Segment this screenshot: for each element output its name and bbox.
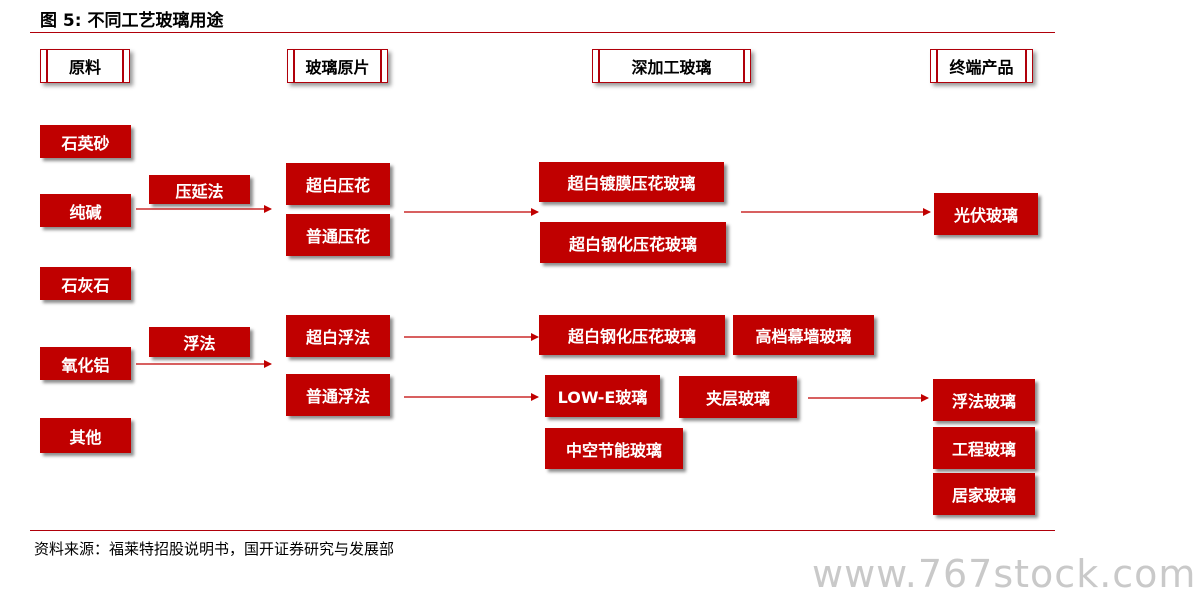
header-deep-label: 深加工玻璃 (598, 50, 745, 82)
sheet-box: 超白浮法 (286, 315, 390, 357)
watermark: www.767stock.com (812, 552, 1196, 596)
header-raw: 原料 (40, 49, 130, 83)
terminal-product-box: 浮法玻璃 (933, 379, 1035, 421)
terminal-product-box: 居家玻璃 (933, 473, 1035, 515)
terminal-product-box: 光伏玻璃 (934, 193, 1038, 235)
raw-material-box: 石灰石 (40, 267, 131, 300)
header-terminal: 终端产品 (930, 49, 1033, 83)
process-calendering: 压延法 (149, 175, 250, 204)
terminal-product-box: 工程玻璃 (933, 427, 1035, 469)
deep-glass-box: LOW-E玻璃 (545, 375, 660, 417)
deep-glass-box: 夹层玻璃 (679, 376, 797, 418)
top-rule (30, 32, 1055, 33)
bottom-rule (30, 530, 1055, 531)
sheet-box: 普通压花 (286, 214, 390, 256)
source-note: 资料来源：福莱特招股说明书，国开证券研究与发展部 (34, 540, 395, 558)
header-deep: 深加工玻璃 (592, 49, 751, 83)
header-raw-label: 原料 (46, 50, 124, 82)
deep-glass-box: 中空节能玻璃 (545, 428, 683, 469)
sheet-box: 超白压花 (286, 163, 390, 205)
raw-material-box: 其他 (40, 418, 131, 453)
raw-material-box: 纯碱 (40, 194, 131, 227)
process-float: 浮法 (149, 327, 250, 357)
header-sheet: 玻璃原片 (287, 49, 388, 83)
sheet-box: 普通浮法 (286, 374, 390, 416)
raw-material-box: 氧化铝 (40, 347, 131, 380)
header-sheet-label: 玻璃原片 (293, 50, 382, 82)
header-terminal-label: 终端产品 (936, 50, 1027, 82)
deep-glass-box: 高档幕墙玻璃 (733, 315, 874, 355)
flow-arrows (136, 205, 931, 402)
raw-material-box: 石英砂 (40, 125, 131, 158)
deep-glass-box: 超白钢化压花玻璃 (539, 315, 725, 355)
figure-title: 图 5: 不同工艺玻璃用途 (40, 11, 224, 31)
deep-glass-box: 超白钢化压花玻璃 (540, 222, 726, 263)
deep-glass-box: 超白镀膜压花玻璃 (539, 162, 724, 202)
